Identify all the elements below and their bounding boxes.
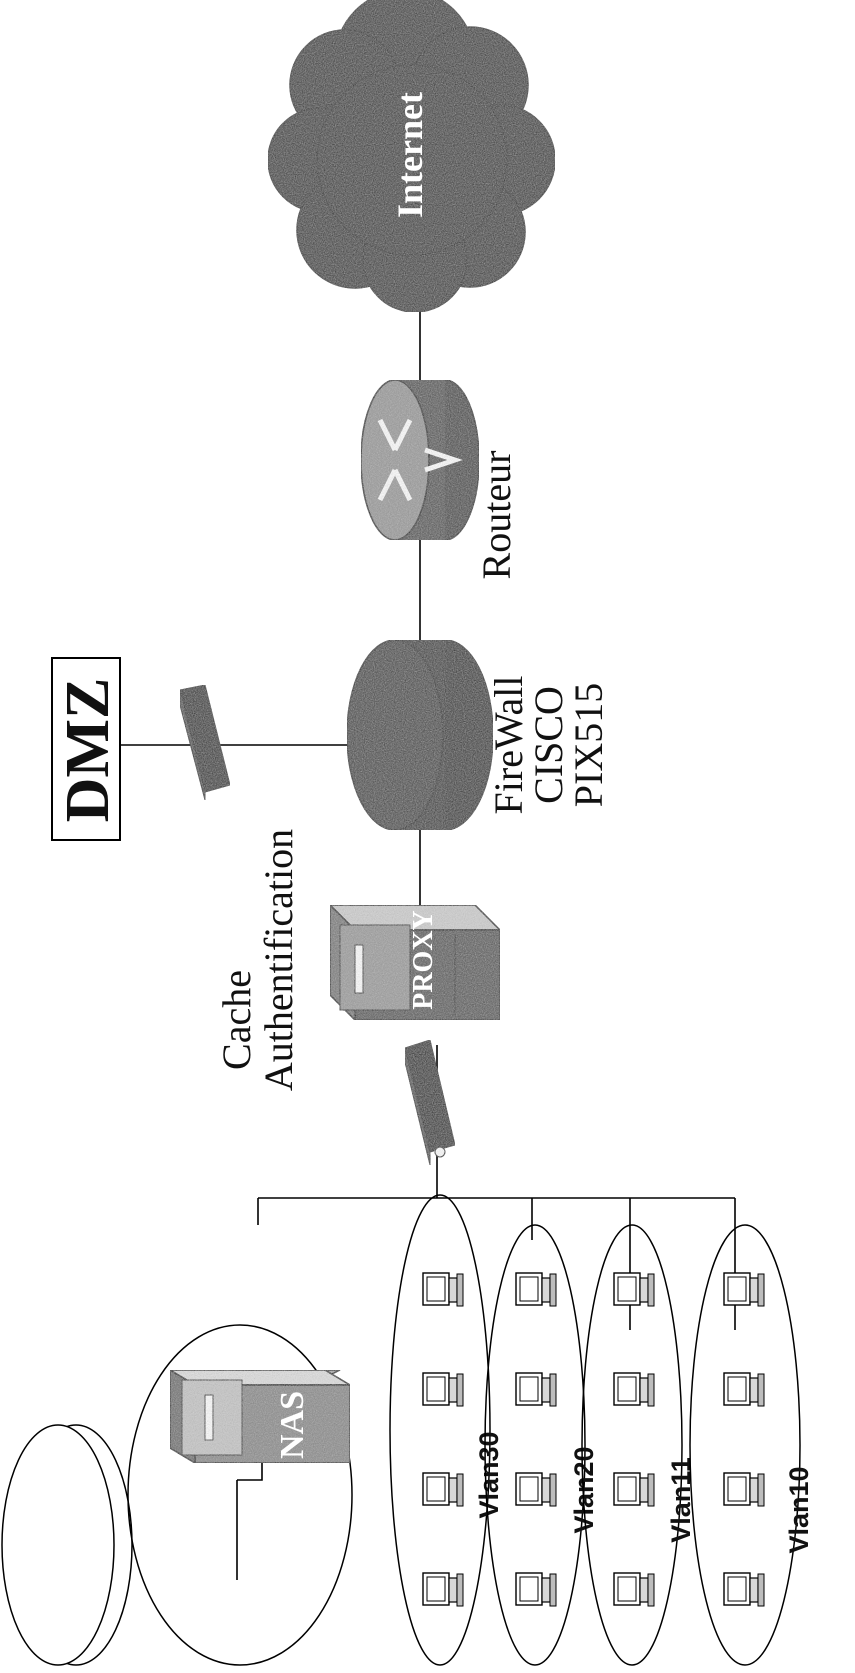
workstation-icon <box>423 1373 463 1406</box>
storage-disk-front-icon <box>2 1425 114 1665</box>
workstation-icon <box>516 1373 556 1406</box>
workstation-icon <box>614 1473 654 1506</box>
firewall-label-line2: CISCO <box>526 686 571 804</box>
proxy-role-auth: Authentification <box>256 829 301 1091</box>
proxy-roles: Cache Authentification <box>214 829 301 1091</box>
vlan-label-10: Vlan10 <box>784 1466 814 1553</box>
workstation-icon <box>516 1273 556 1306</box>
proxy-label: PROXY <box>408 910 439 1010</box>
workstation-icon <box>724 1473 764 1506</box>
vlan-label-30: Vlan30 <box>474 1431 504 1518</box>
workstation-icon <box>724 1373 764 1406</box>
dmz-box: DMZ <box>52 658 122 840</box>
workstation-icon <box>614 1273 654 1306</box>
internet-label: Internet <box>390 92 430 218</box>
firewall-label: FireWall CISCO PIX515 <box>486 676 611 815</box>
workstation-icon <box>724 1273 764 1306</box>
workstation-icon <box>614 1373 654 1406</box>
vlan-label-20: Vlan20 <box>569 1446 599 1533</box>
workstation-icon <box>423 1573 463 1606</box>
workstation-icon <box>516 1473 556 1506</box>
core-switch-icon <box>405 1040 455 1165</box>
workstation-icon <box>724 1573 764 1606</box>
router-label: Routeur <box>474 451 519 580</box>
dmz-label: DMZ <box>54 678 122 823</box>
firewall-label-line1: FireWall <box>486 676 531 815</box>
firewall-label-line3: PIX515 <box>566 683 611 807</box>
workstation-icon <box>423 1273 463 1306</box>
router-icon <box>361 380 479 540</box>
workstation-icon <box>516 1573 556 1606</box>
proxy-role-cache: Cache <box>214 970 259 1070</box>
nas-label: NAS <box>274 1391 311 1459</box>
nas-server-icon <box>170 1370 350 1463</box>
dmz-switch-icon <box>180 685 230 800</box>
workstation-icon <box>614 1573 654 1606</box>
firewall-icon <box>347 640 493 830</box>
workstation-icon <box>423 1473 463 1506</box>
